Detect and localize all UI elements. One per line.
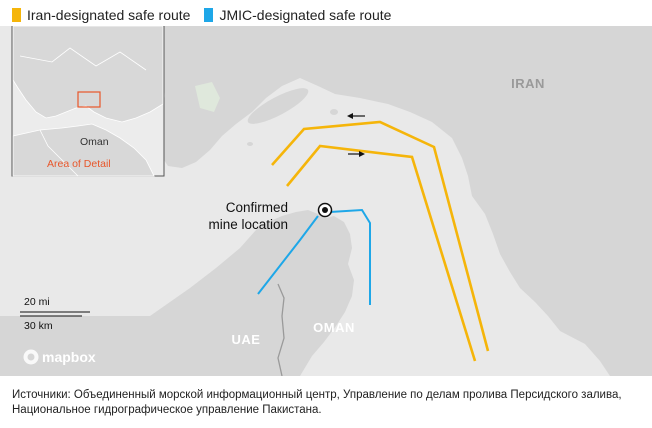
mine-label-line2: mine location	[208, 217, 288, 232]
green-area	[195, 82, 220, 112]
mine-location-marker	[317, 202, 333, 218]
iran-land	[150, 26, 652, 376]
mapbox-logo-text: mapbox	[42, 349, 96, 365]
legend-label-iran: Iran-designated safe route	[27, 7, 191, 23]
legend-label-jmic: JMIC-designated safe route	[219, 7, 392, 23]
inset-label-area: Area of Detail	[47, 158, 111, 170]
border-line	[277, 283, 285, 376]
oman-uae-land	[0, 210, 354, 376]
map-legend: Iran-designated safe route JMIC-designat…	[12, 4, 405, 26]
jmic-route-east	[329, 208, 371, 305]
iran-route-inner	[285, 144, 477, 362]
legend-item-jmic-route: JMIC-designated safe route	[204, 7, 391, 23]
inset-area-box	[77, 91, 101, 108]
legend-swatch-iran	[12, 8, 21, 22]
scale-label-miles: 20 mi	[24, 296, 50, 308]
scale-label-km: 30 km	[24, 320, 53, 332]
mapbox-logo: mapbox	[23, 349, 96, 365]
jmic-route-west	[257, 215, 319, 295]
source-note: Источники: Объединенный морской информац…	[12, 389, 622, 416]
inset-map: Oman Area of Detail	[11, 26, 165, 177]
label-iran: IRAN	[511, 76, 545, 91]
inset-label-oman: Oman	[80, 136, 109, 148]
label-uae: UAE	[232, 332, 261, 347]
arrow-left-icon	[347, 113, 365, 119]
legend-item-iran-route: Iran-designated safe route	[12, 7, 190, 23]
island	[330, 109, 338, 115]
qeshm-island	[247, 88, 309, 124]
arrow-right-icon	[348, 151, 365, 157]
mine-label-line1: Confirmed	[226, 200, 288, 215]
iran-route-outer	[271, 120, 490, 352]
legend-swatch-jmic	[204, 8, 214, 22]
label-oman: OMAN	[313, 320, 355, 335]
island	[247, 142, 253, 146]
strait-map: Confirmed mine location IRAN OMAN UAE Om…	[0, 26, 652, 376]
scale-bar: 20 mi 30 km	[20, 296, 90, 332]
